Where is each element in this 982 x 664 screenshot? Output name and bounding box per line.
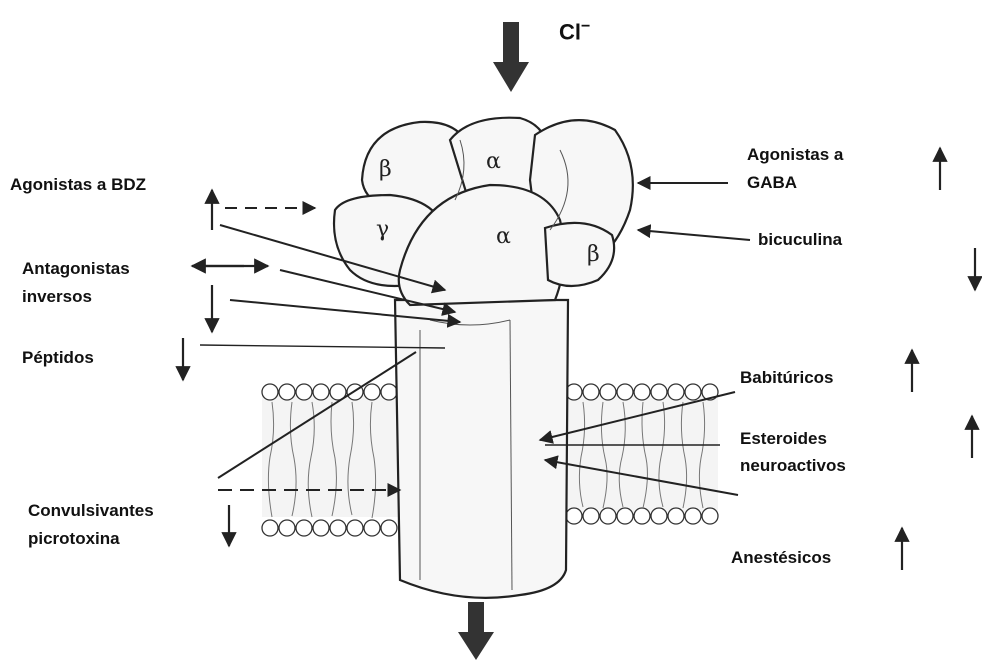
- chloride-symbol: Cl: [559, 19, 581, 44]
- label-antagonistas: Antagonistas: [22, 258, 130, 279]
- label-babituricos: Babitúricos: [740, 367, 834, 388]
- label-bicuculina: bicuculina: [758, 229, 842, 250]
- chloride-out-arrow: [458, 602, 494, 660]
- label-convulsivantes: Convulsivantes: [28, 500, 154, 521]
- label-esteroides: Esteroides: [740, 428, 827, 449]
- receptor-stalk: [395, 300, 568, 598]
- chloride-in-arrow: [493, 22, 529, 92]
- subunit-label-alpha-front: α: [496, 224, 511, 249]
- label-gaba: GABA: [747, 172, 797, 193]
- subunit-label-beta-right: β: [587, 242, 600, 267]
- subunit-label-alpha-top: α: [486, 149, 501, 174]
- label-inversos: inversos: [22, 286, 92, 307]
- label-agonistas-a: Agonistas a: [747, 144, 843, 165]
- chloride-charge: −: [581, 18, 590, 35]
- label-peptidos: Péptidos: [22, 347, 94, 368]
- subunit-label-beta-left: β: [379, 157, 392, 182]
- subunit-label-gamma: γ: [376, 217, 389, 242]
- label-agonistas-bdz: Agonistas a BDZ: [10, 174, 146, 195]
- label-picrotoxina: picrotoxina: [28, 528, 120, 549]
- subunit-beta-right-lower: [545, 223, 614, 286]
- chloride-ion-label: Cl−: [559, 14, 590, 45]
- label-anestesicos: Anestésicos: [731, 547, 831, 568]
- label-neuroactivos: neuroactivos: [740, 455, 846, 476]
